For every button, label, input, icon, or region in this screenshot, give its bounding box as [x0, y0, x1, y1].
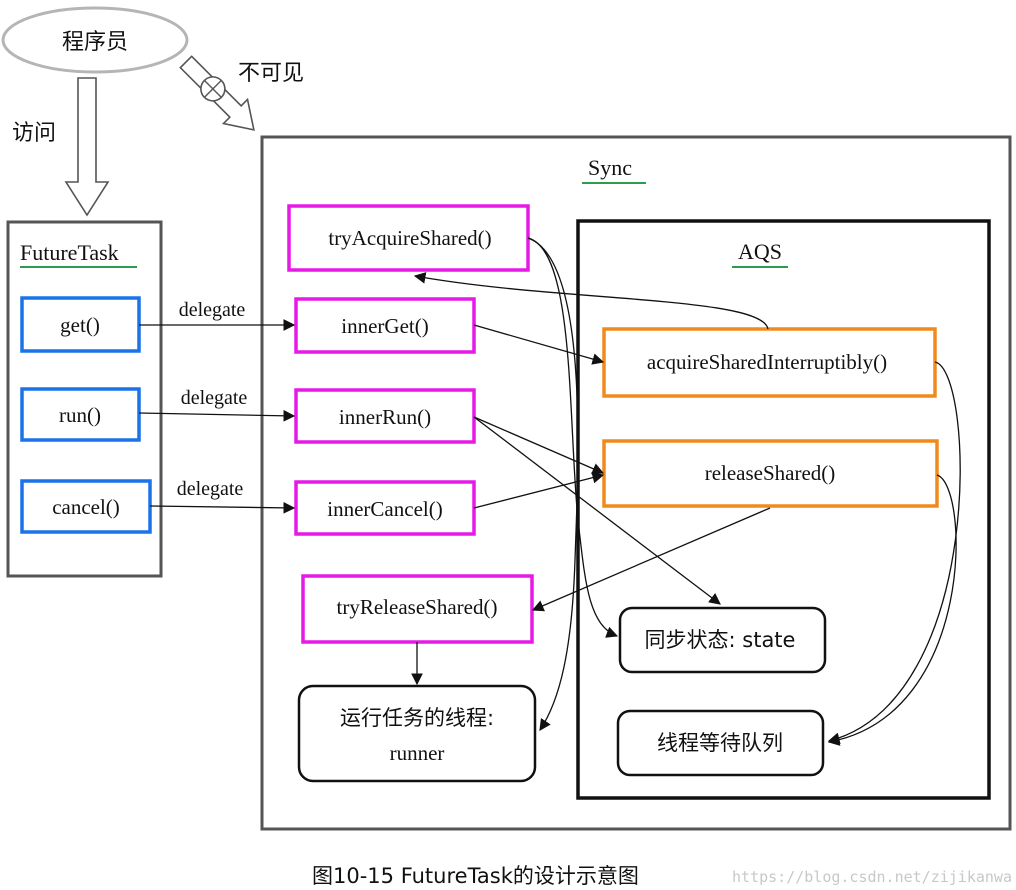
watermark: https://blog.csdn.net/zijikanwa [732, 868, 1012, 886]
method-innercancel: innerCancel() [294, 480, 476, 536]
aqs-title: AQS [738, 239, 782, 264]
runner-line2: runner [390, 741, 445, 765]
programmer-label: 程序员 [62, 30, 128, 55]
sync-title: Sync [588, 155, 632, 180]
method-innerrun: innerRun() [294, 388, 476, 444]
method-cancel-label: cancel() [52, 495, 120, 519]
runner-box: 运行任务的线程: runner [297, 684, 537, 783]
delegate-label-cancel: delegate [177, 478, 244, 500]
state-box: 同步状态: state [618, 606, 827, 674]
method-innerget: innerGet() [294, 297, 476, 354]
method-acquiresharedinterruptibly: acquireSharedInterruptibly() [602, 327, 937, 398]
method-innerget-label: innerGet() [341, 314, 428, 338]
method-acquiresharedinterruptibly-label: acquireSharedInterruptibly() [647, 350, 887, 374]
invisible-arrow [179, 55, 255, 131]
method-cancel: cancel() [20, 479, 152, 534]
futuretask-title: FutureTask [20, 240, 119, 265]
method-tryreleaseshared-label: tryReleaseShared() [337, 595, 498, 619]
method-get: get() [20, 296, 141, 353]
sync-box: Sync [260, 135, 1012, 831]
method-tryreleaseshared: tryReleaseShared() [301, 574, 534, 644]
method-innercancel-label: innerCancel() [327, 497, 442, 521]
method-releaseshared: releaseShared() [602, 439, 939, 508]
queue-label: 线程等待队列 [657, 731, 783, 755]
delegate-label-run: delegate [181, 387, 248, 409]
aqs-box: AQS [576, 219, 991, 800]
invisible-label: 不可见 [238, 61, 304, 86]
method-run-label: run() [59, 403, 101, 427]
method-innerrun-label: innerRun() [339, 405, 431, 429]
method-get-label: get() [60, 313, 100, 337]
connector-arrows [411, 237, 961, 746]
runner-line1: 运行任务的线程: [340, 706, 494, 730]
figure-caption: 图10-15 FutureTask的设计示意图 [312, 864, 639, 888]
method-run: run() [20, 387, 141, 442]
access-arrow [64, 77, 110, 217]
method-tryacquireshared: tryAcquireShared() [287, 204, 530, 272]
queue-box: 线程等待队列 [616, 709, 825, 777]
state-label: 同步状态: state [645, 628, 796, 652]
programmer-node: 程序员 [1, 6, 189, 74]
delegate-arrows [138, 319, 296, 514]
access-label: 访问 [12, 121, 56, 146]
method-releaseshared-label: releaseShared() [705, 461, 836, 485]
method-tryacquireshared-label: tryAcquireShared() [328, 226, 491, 250]
delegate-label-get: delegate [179, 299, 246, 321]
